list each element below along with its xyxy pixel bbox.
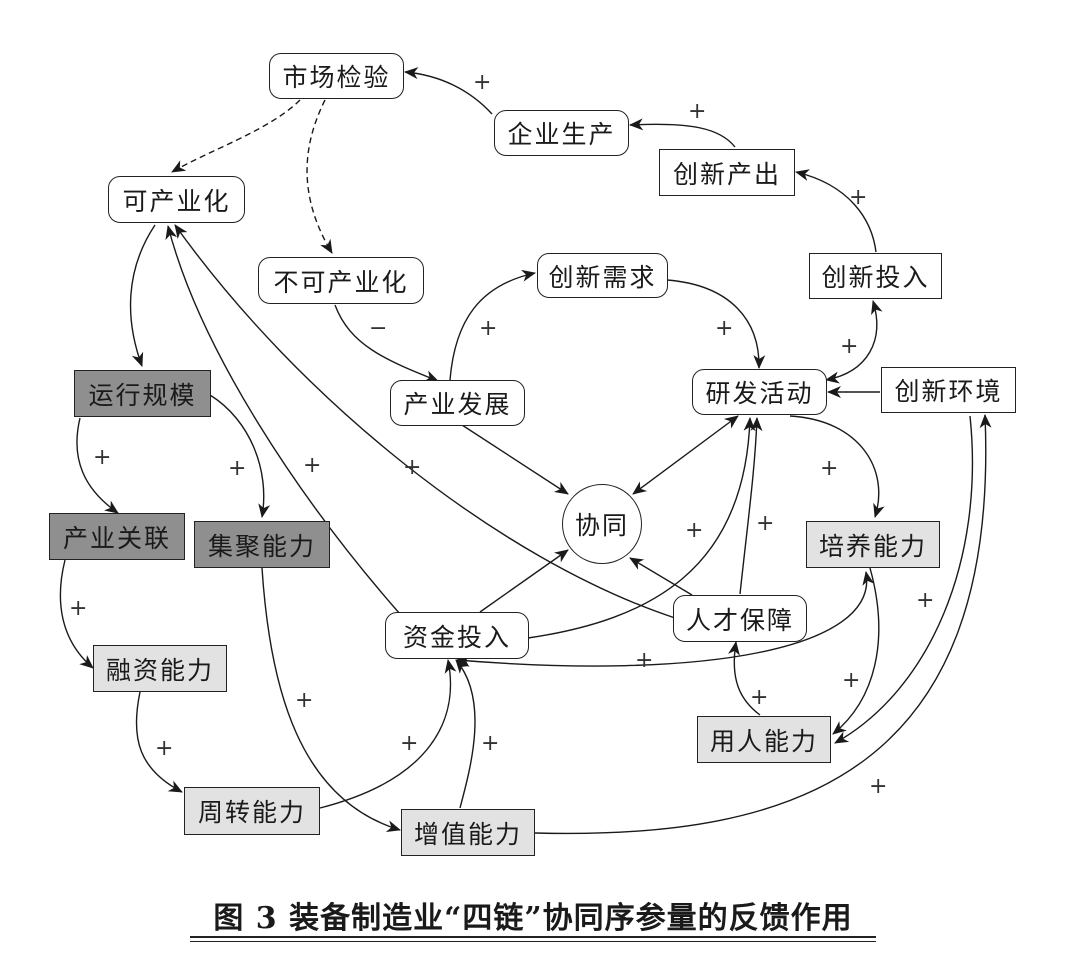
edge-turnover-to-funding [319, 659, 457, 809]
edge-scale-to-agglomeration [209, 394, 271, 518]
sign-plus: + [842, 668, 861, 693]
node-talent-guarantee: 人才保障 [673, 595, 807, 642]
sign-plus: + [820, 456, 839, 481]
node-innovation-demand: 创新需求 [537, 253, 668, 298]
sign-plus: + [635, 648, 654, 673]
edge-input-to-output [795, 169, 877, 253]
node-rd-activity: 研发活动 [692, 369, 827, 415]
caption-underline-thin [190, 941, 876, 942]
sign-plus: + [479, 316, 498, 341]
sign-plus: + [400, 731, 419, 756]
node-agglomeration-capacity: 集聚能力 [194, 521, 330, 568]
sign-plus: + [295, 688, 314, 713]
edge-industry-to-demand [449, 269, 536, 381]
node-turnover-capacity: 周转能力 [184, 787, 320, 835]
sign-plus: + [155, 736, 174, 761]
caption-underline [190, 936, 876, 938]
sign-plus: + [688, 99, 707, 124]
edge-market-to-nonindustrializable [306, 99, 333, 254]
sign-plus: + [685, 518, 704, 543]
node-industry-linkage: 产业关联 [49, 513, 185, 560]
edge-rd-synergy [632, 415, 739, 495]
edge-output-to-production [629, 118, 736, 148]
sign-plus: + [849, 185, 868, 210]
edge-valueadd-to-env [534, 414, 992, 835]
edge-training-funding [456, 571, 875, 668]
sign-plus: + [750, 685, 769, 710]
sign-plus: + [69, 596, 88, 621]
edge-rd-to-training [789, 415, 885, 518]
sign-plus: + [93, 445, 112, 470]
sign-plus: + [228, 456, 247, 481]
edge-funding-to-industrializable [165, 225, 401, 615]
sign-plus: + [303, 453, 322, 478]
node-staffing-capacity: 用人能力 [697, 716, 831, 763]
sign-plus: + [756, 511, 775, 536]
edge-nonindustrializable-to-industry [334, 304, 439, 382]
sign-plus: + [715, 316, 734, 341]
sign-plus: + [481, 731, 500, 756]
edge-market-to-industrializable [171, 99, 301, 173]
node-industrializable: 可产业化 [108, 176, 245, 223]
edge-rd-input [825, 300, 883, 384]
edge-agglomeration-to-valueadd [261, 567, 401, 832]
edge-production-to-market [404, 67, 493, 115]
node-market-test: 市场检验 [269, 53, 404, 99]
sign-plus: + [869, 774, 888, 799]
node-operation-scale: 运行规模 [74, 370, 211, 417]
figure-caption: 图 3 装备制造业“四链”协同序参量的反馈作用 [213, 901, 853, 936]
edge-linkage-to-financing [59, 559, 94, 669]
edge-staffing-to-talent [728, 641, 761, 716]
node-innovation-input: 创新投入 [809, 253, 942, 299]
node-industry-development: 产业发展 [390, 380, 525, 426]
edge-demand-to-rd [666, 279, 766, 369]
edge-financing-to-turnover [135, 691, 183, 793]
edge-valueadd-to-funding [455, 659, 476, 809]
sign-minus: − [369, 316, 388, 341]
edge-funding-to-synergy [479, 549, 569, 613]
sign-plus: + [916, 588, 935, 613]
edge-talent-to-synergy [629, 557, 693, 596]
node-enterprise-production: 企业生产 [494, 110, 629, 156]
node-innovation-environment: 创新环境 [881, 367, 1016, 413]
node-financing-capacity: 融资能力 [93, 645, 227, 692]
node-value-added-capacity: 增值能力 [401, 809, 535, 856]
edge-scale-to-linkage [76, 417, 119, 514]
node-training-capacity: 培养能力 [806, 521, 940, 568]
edge-industrializable-to-scale [129, 224, 156, 367]
node-innovation-output: 创新产出 [659, 149, 795, 196]
edge-talent-to-rd [739, 417, 763, 595]
sign-plus: + [473, 70, 492, 95]
sign-plus: + [840, 334, 859, 359]
sign-plus: + [403, 455, 422, 480]
edge-training-to-staffing [832, 567, 880, 735]
node-non-industrializable: 不可产业化 [258, 257, 424, 304]
edge-industry-to-synergy [461, 424, 569, 495]
node-funding-input: 资金投入 [385, 612, 529, 659]
edge-env-to-staffing [834, 415, 974, 744]
node-synergy: 协同 [562, 484, 642, 564]
